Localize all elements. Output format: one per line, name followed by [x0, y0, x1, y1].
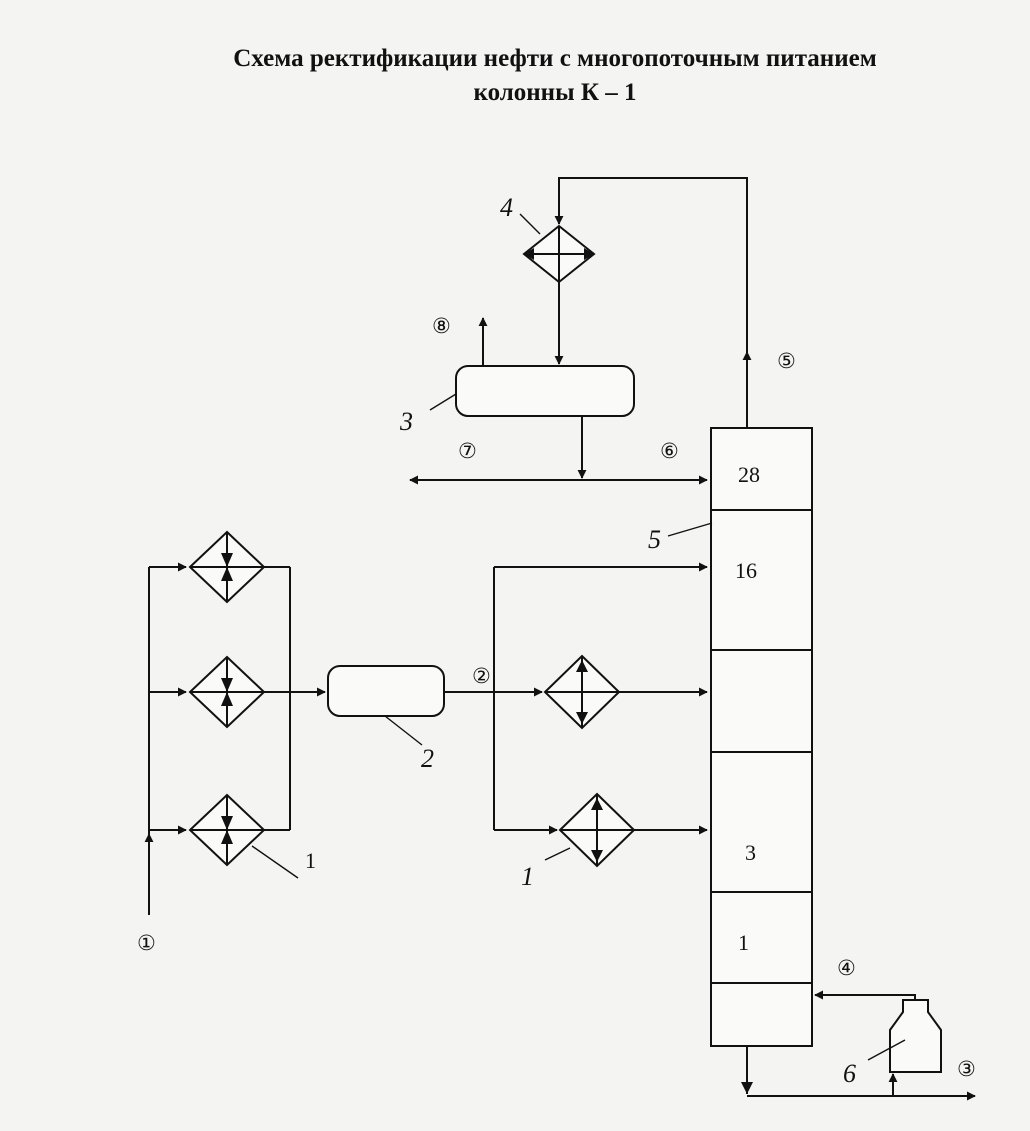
heat-exchanger-arrowhead	[591, 798, 603, 810]
stream-4-label: ④	[837, 956, 856, 980]
condenser-leader-line	[519, 213, 541, 235]
overhead-line: ⑤	[554, 177, 796, 428]
steam-return-line	[814, 990, 916, 1000]
column-section-label: 5	[648, 525, 661, 554]
condenser-arrowhead	[584, 248, 594, 260]
heat-exchanger	[188, 530, 266, 604]
stream-2-label: ②	[472, 664, 491, 688]
heat-exchanger	[188, 655, 266, 729]
heat-exchanger-arrowhead	[221, 553, 233, 567]
tray-16-label: 16	[735, 558, 757, 583]
separator-vessel	[455, 365, 635, 417]
heat-exchanger-arrowhead	[221, 830, 233, 844]
title-line-2: колонны К – 1	[473, 79, 637, 106]
left-heat-exchanger-bank: ①	[137, 530, 316, 955]
separator-label: 3	[399, 407, 413, 436]
column-leader-line	[667, 522, 713, 537]
overhead-vapor-line	[554, 177, 748, 352]
condenser: 4	[500, 193, 596, 365]
page-title: Схема ректификации нефти с многопоточным…	[0, 42, 1030, 110]
distillation-column: 28 16 3 1 5	[648, 427, 813, 1047]
residue-arrowhead	[741, 1082, 753, 1094]
desalter-label: 2	[421, 744, 434, 773]
title-line-1: Схема ректификации нефти с многопоточным…	[233, 45, 877, 72]
column-shell	[710, 427, 813, 1047]
furnace-label: 6	[843, 1059, 856, 1088]
tray-3-label: 3	[745, 840, 756, 865]
heat-exchanger-arrowhead	[591, 850, 603, 862]
tray-1-label: 1	[738, 930, 749, 955]
condenser-label: 4	[500, 193, 513, 222]
condenser-arrowhead	[524, 248, 534, 260]
bottom-section: ④ 6 ③	[741, 956, 976, 1101]
stream-3-label: ③	[957, 1057, 976, 1081]
column-feed-lines: 1	[493, 562, 708, 891]
heat-exchanger-label-left: 1	[305, 848, 316, 873]
heat-exchanger	[543, 654, 621, 730]
he-leader-line	[544, 847, 571, 861]
furnace-body	[889, 999, 942, 1073]
heat-exchanger-arrowhead	[221, 567, 233, 581]
he-leader-line	[251, 845, 299, 879]
heat-exchanger-arrowhead	[221, 678, 233, 692]
heat-exchanger-arrowhead	[221, 692, 233, 706]
tray-28-label: 28	[738, 462, 760, 487]
heat-exchanger-arrowhead	[576, 712, 588, 724]
heat-exchanger-arrowhead	[221, 816, 233, 830]
stream-1-label: ①	[137, 931, 156, 955]
heat-exchanger	[558, 792, 636, 868]
stream-5-label: ⑤	[777, 349, 796, 373]
heat-exchanger	[188, 793, 266, 867]
separator-leader-line	[429, 393, 457, 411]
heat-exchanger-arrowhead	[576, 660, 588, 672]
furnace-leader-line	[867, 1039, 906, 1061]
heat-exchanger-label-right: 1	[521, 862, 534, 891]
desalter-leader-line	[384, 715, 423, 746]
stream-8-label: ⑧	[432, 314, 451, 338]
desalter: 2 ②	[290, 664, 494, 773]
desalter-vessel	[327, 665, 445, 717]
stream-6-label: ⑥	[660, 439, 679, 463]
separator: ⑧ 3 ⑦ ⑥	[399, 314, 708, 485]
stream-7-label: ⑦	[458, 439, 477, 463]
